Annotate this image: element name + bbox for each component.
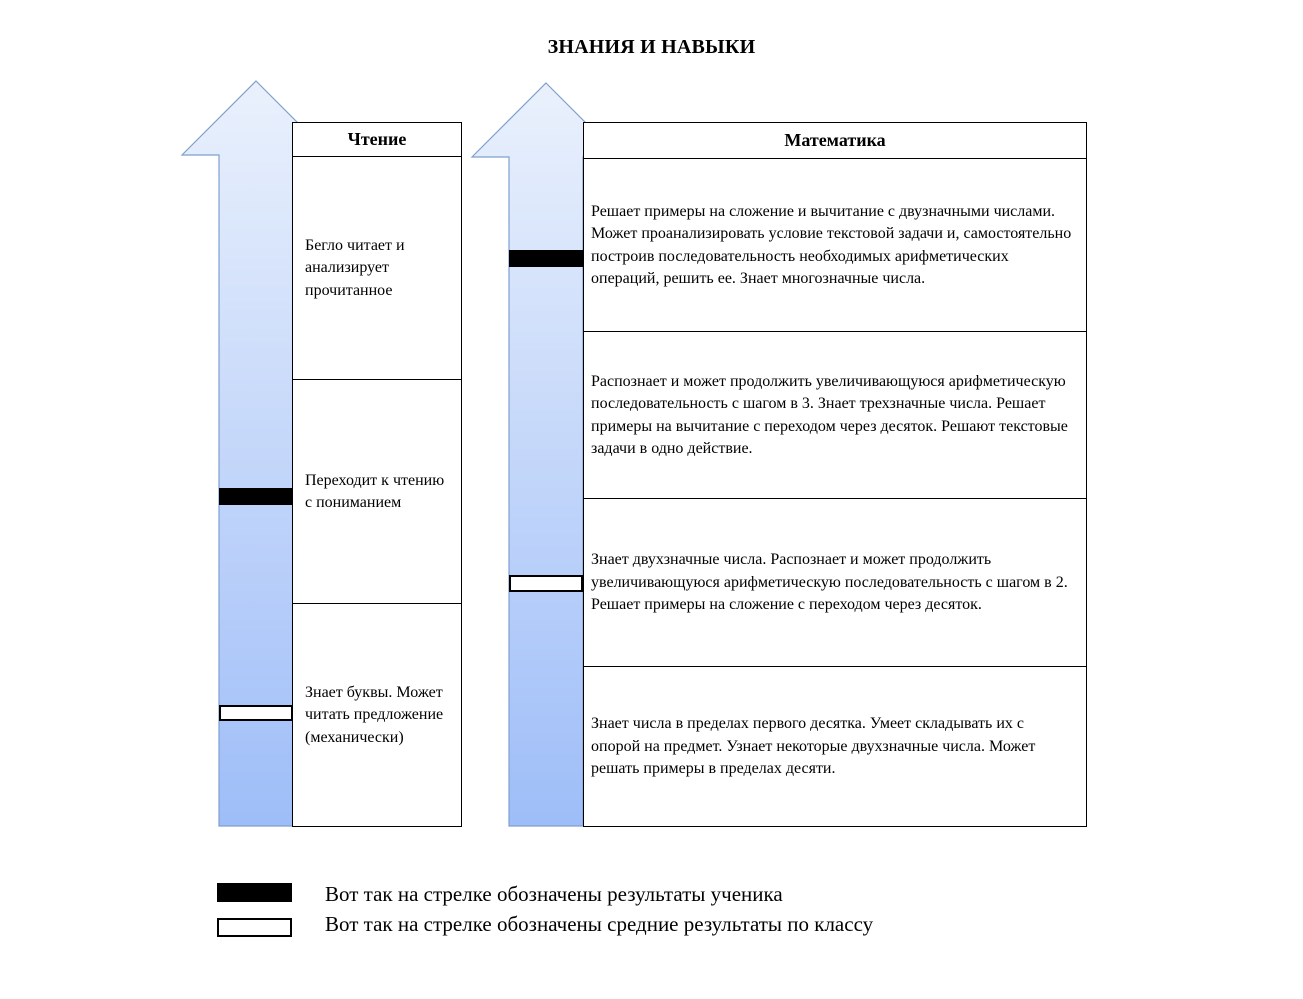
- math-student-marker: [509, 250, 583, 267]
- legend-average-label: Вот так на стрелке обозначены средние ре…: [325, 912, 874, 936]
- page-title: ЗНАНИЯ И НАВЫКИ: [547, 36, 756, 58]
- math-level-3: Распознает и может продолжить увеличиваю…: [584, 331, 1086, 499]
- math-table: Математика Решает примеры на сложение и …: [583, 122, 1087, 827]
- legend-student-label: Вот так на стрелке обозначены результаты…: [325, 882, 783, 906]
- math-level-4: Решает примеры на сложение и вычитание с…: [584, 159, 1086, 332]
- math-level-text: Распознает и может продолжить увеличиваю…: [591, 372, 1068, 458]
- reading-student-marker: [219, 488, 293, 505]
- reading-level-text: Переходит к чтению с пониманием: [305, 471, 445, 512]
- reading-level-mid: Переходит к чтению с пониманием: [293, 379, 461, 604]
- reading-level-text: Знает буквы. Может читать предложение (м…: [305, 683, 444, 746]
- math-level-text: Знает двухзначные числа. Распознает и мо…: [591, 551, 1068, 614]
- legend-average-swatch: [217, 918, 292, 937]
- math-level-2: Знает двухзначные числа. Распознает и мо…: [584, 498, 1086, 667]
- reading-table: Чтение Бегло читает и анализирует прочит…: [292, 122, 462, 827]
- reading-level-high: Бегло читает и анализирует прочитанное: [293, 157, 461, 380]
- reading-level-text: Бегло читает и анализирует прочитанное: [305, 236, 405, 299]
- math-level-text: Решает примеры на сложение и вычитание с…: [591, 202, 1072, 288]
- legend-student-swatch: [217, 883, 292, 902]
- math-average-marker: [509, 575, 583, 592]
- reading-average-marker: [219, 705, 293, 721]
- math-level-1: Знает числа в пределах первого десятка. …: [584, 666, 1086, 827]
- math-header: Математика: [584, 123, 1086, 159]
- math-level-text: Знает числа в пределах первого десятка. …: [591, 715, 1036, 778]
- reading-level-low: Знает буквы. Может читать предложение (м…: [293, 603, 461, 827]
- reading-header: Чтение: [293, 123, 461, 157]
